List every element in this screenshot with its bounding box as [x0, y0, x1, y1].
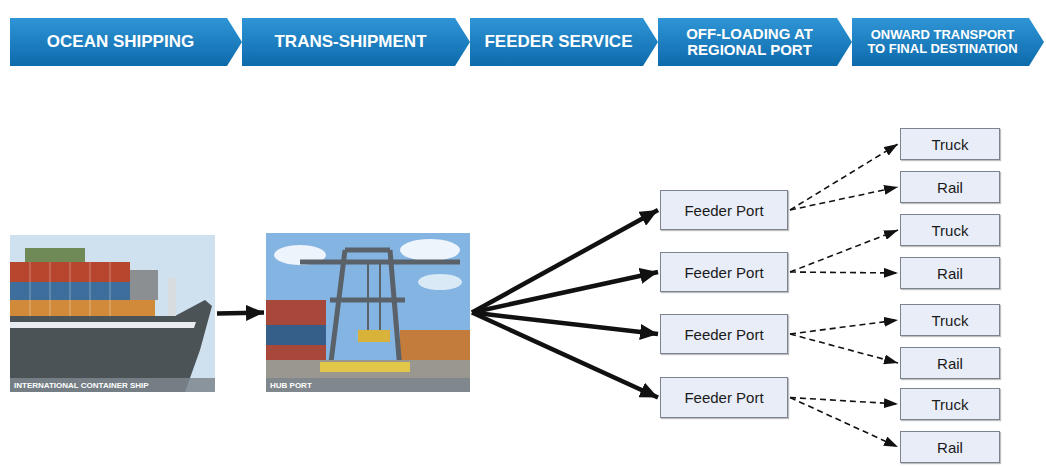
- box-label: Rail: [937, 355, 963, 372]
- sky: [266, 233, 470, 392]
- dashed-arrow: [790, 398, 898, 405]
- transport-box: Rail: [900, 347, 1000, 379]
- caption-band: [266, 378, 470, 392]
- stage-label: FEEDER SERVICE: [484, 33, 632, 51]
- containers: [130, 270, 158, 300]
- chevron-fill: [10, 18, 242, 66]
- stage-label: OFF-LOADING AT REGIONAL PORT: [667, 26, 832, 58]
- container-stack: [400, 330, 470, 360]
- chevron-fill: [658, 18, 852, 66]
- photo-panel: HUB PORT: [266, 233, 470, 392]
- chevron-fill: [852, 18, 1044, 66]
- dashed-arrow: [790, 144, 898, 210]
- stage-label: ONWARD TRANSPORT TO FINAL DESTINATION: [861, 28, 1024, 55]
- containers: [25, 248, 85, 262]
- chevron-fill: [470, 18, 658, 66]
- vehicle: [320, 362, 410, 372]
- dashed-arrow: [790, 230, 898, 272]
- container-seams: [30, 262, 110, 316]
- stage-label: OCEAN SHIPPING: [47, 33, 194, 51]
- box-label: Feeder Port: [684, 389, 763, 406]
- photo-panel: INTERNATIONAL CONTAINER SHIP: [10, 235, 215, 392]
- photo-caption: INTERNATIONAL CONTAINER SHIP: [14, 381, 149, 390]
- mast: [168, 278, 176, 316]
- gantry-crane: [300, 250, 460, 370]
- flow-arrow: [217, 313, 264, 314]
- quay: [266, 360, 470, 392]
- transport-box: Feeder Port: [660, 252, 788, 292]
- flow-arrow: [472, 272, 658, 313]
- dashed-arrow: [790, 187, 898, 210]
- stage-banner: FEEDER SERVICE: [470, 18, 658, 66]
- transport-box: Feeder Port: [660, 314, 788, 354]
- transport-box: Truck: [900, 304, 1000, 336]
- cloud: [418, 274, 462, 290]
- cloud: [400, 239, 460, 261]
- transport-box: Truck: [900, 388, 1000, 420]
- box-label: Rail: [937, 265, 963, 282]
- transport-box: Truck: [900, 128, 1000, 160]
- transport-box: Feeder Port: [660, 190, 788, 230]
- transport-box: Rail: [900, 431, 1000, 463]
- photo-caption: HUB PORT: [270, 381, 312, 390]
- hub-port-photo: [266, 233, 470, 392]
- stage-banner: OFF-LOADING AT REGIONAL PORT: [658, 18, 852, 66]
- box-label: Rail: [937, 439, 963, 456]
- transport-box: Rail: [900, 171, 1000, 203]
- box-label: Truck: [932, 136, 969, 153]
- box-label: Truck: [932, 396, 969, 413]
- sky: [10, 235, 215, 392]
- flow-arrow: [472, 313, 658, 398]
- transport-box: Truck: [900, 214, 1000, 246]
- stage-label: TRANS-SHIPMENT: [274, 33, 426, 51]
- hull-stripe: [10, 322, 196, 328]
- transport-box: Rail: [900, 257, 1000, 289]
- dashed-arrow: [790, 320, 898, 334]
- stage-banner: ONWARD TRANSPORT TO FINAL DESTINATION: [852, 18, 1044, 66]
- flow-arrow: [472, 210, 658, 313]
- box-label: Rail: [937, 179, 963, 196]
- box-label: Feeder Port: [684, 326, 763, 343]
- container-ship-photo: [10, 235, 215, 392]
- crane-cables: [368, 262, 380, 330]
- box-label: Truck: [932, 312, 969, 329]
- dashed-arrow: [790, 334, 898, 363]
- transport-box: Feeder Port: [660, 377, 788, 418]
- containers: [10, 300, 155, 316]
- container-stack: [266, 300, 326, 360]
- box-label: Feeder Port: [684, 264, 763, 281]
- box-label: Truck: [932, 222, 969, 239]
- dashed-arrow: [790, 398, 898, 448]
- dashed-arrow: [790, 272, 898, 273]
- container-stack: [266, 325, 326, 345]
- stage-banner: TRANS-SHIPMENT: [242, 18, 470, 66]
- stage-banner: OCEAN SHIPPING: [10, 18, 242, 66]
- box-label: Feeder Port: [684, 202, 763, 219]
- spreader: [358, 330, 390, 342]
- caption-band: [10, 378, 215, 392]
- chevron-fill: [242, 18, 470, 66]
